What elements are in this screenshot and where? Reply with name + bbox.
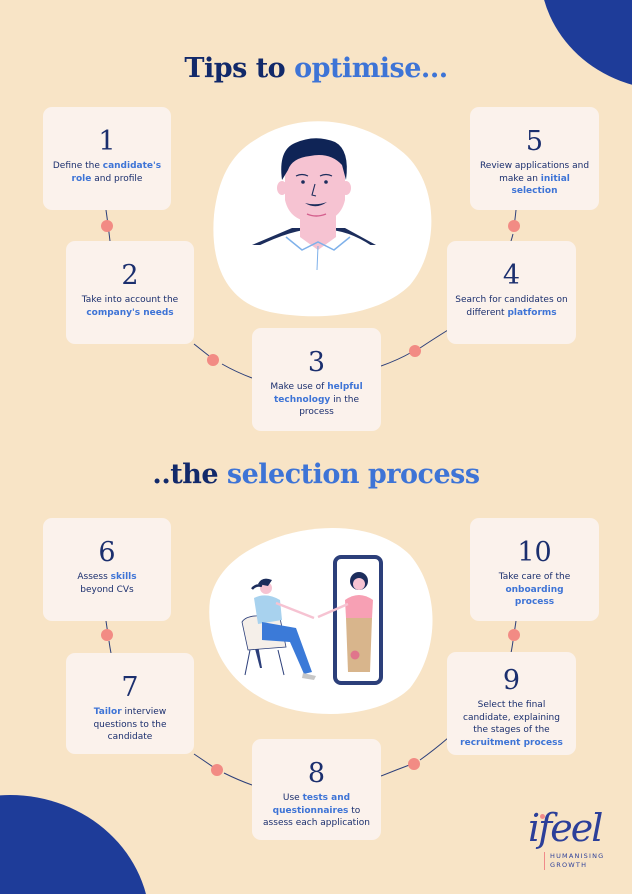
step-card-3: 3 Make use of helpful technology in the … [252,328,381,431]
ifeel-logo: ifeel HUMANISING GROWTH [520,806,620,876]
step-number: 4 [502,260,521,291]
title-dark-part: Tips to [184,53,295,84]
step-number: 3 [307,347,326,378]
step-card-8: 8 Use tests and questionnaires to assess… [252,739,381,840]
logo-dot-icon [540,814,545,819]
step-text: Take into account the company's needs [81,295,179,318]
section-title-selection: ..the selection process [0,459,632,490]
step-text: Take care of the onboarding process [498,572,571,607]
step-number: 9 [502,665,521,696]
step-text: Assess skills beyond CVs [77,572,137,595]
step-text: Search for candidates on different platf… [455,295,568,318]
title-accent-part: optimise... [294,53,448,84]
step-text: Select the final candidate, explaining t… [460,700,563,748]
step-card-9: 9 Select the final candidate, explaining… [447,652,576,755]
step-card-1: 1 Define the candidate's role and profil… [43,107,171,210]
step-text: Use tests and questionnaires to assess e… [263,793,370,828]
step-text: Review applications and make an initial … [479,161,590,196]
step-text: Tailor interview questions to the candid… [93,707,167,742]
step-number: 7 [121,672,139,703]
logo-tagline: HUMANISING GROWTH [544,852,604,870]
title-accent-part: selection process [226,459,480,490]
logo-wordmark: ifeel [528,806,603,850]
connector-dots-2 [101,629,520,776]
step-number: 5 [525,126,544,157]
step-number: 2 [121,260,139,291]
step-card-10: 10 Take care of the onboarding process [470,518,599,621]
step-card-4: 4 Search for candidates on different pla… [447,241,576,344]
step-card-5: 5 Review applications and make an initia… [470,107,599,210]
video-interview-handshake-icon [241,555,383,685]
step-text: Make use of helpful technology in the pr… [270,382,363,417]
step-text: Define the candidate's role and profile [52,161,162,184]
step-card-7: 7 Tailor interview questions to the cand… [66,653,194,754]
step-card-2: 2 Take into account the company's needs [66,241,194,344]
section-title-tips: Tips to optimise... [0,53,632,84]
step-number: 1 [98,126,116,157]
step-number: 6 [98,537,116,568]
step-card-6: 6 Assess skills beyond CVs [43,518,171,621]
step-number: 10 [517,537,552,568]
title-dark-part: ..the [152,459,227,490]
step-number: 8 [307,758,326,789]
man-avatar-icon [252,138,376,290]
connector-dots-1 [101,220,520,366]
